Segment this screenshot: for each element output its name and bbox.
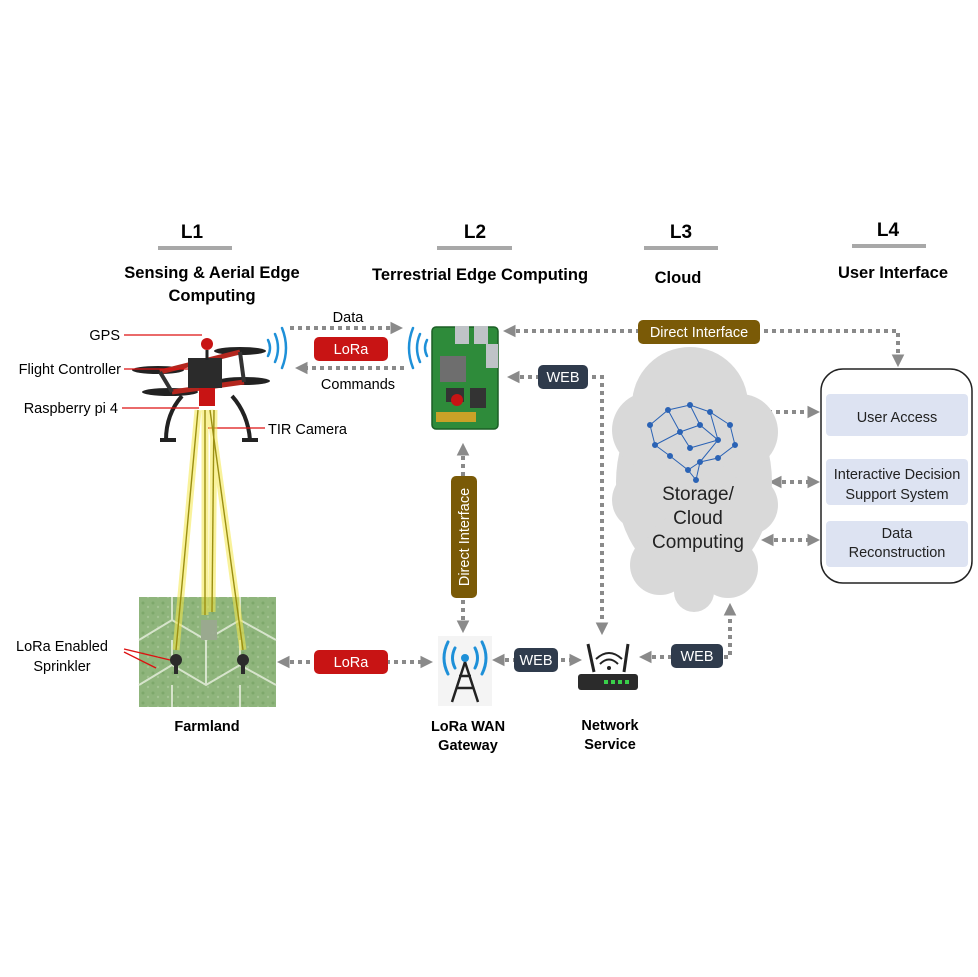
lora-badge-top: LoRa: [314, 337, 388, 361]
svg-text:Direct Interface: Direct Interface: [457, 488, 473, 586]
neural-network-brain-icon: [647, 402, 738, 483]
cloud-label-2: Cloud: [673, 508, 723, 529]
svg-text:Reconstruction: Reconstruction: [849, 545, 946, 561]
layer-l2-header: L2 Terrestrial Edge Computing: [372, 222, 588, 284]
tir-sensing-beam-cores: [175, 409, 244, 651]
gateway-label-1: LoRa WAN: [431, 719, 505, 735]
link-commands-label: Commands: [321, 377, 395, 393]
sprinkler-label-1: LoRa Enabled: [16, 639, 108, 655]
web-badge-gateway: WEB: [514, 648, 558, 672]
lora-badge-bottom: LoRa: [314, 650, 388, 674]
callout-tir-camera: TIR Camera: [268, 422, 348, 438]
wifi-router-icon: [578, 643, 638, 690]
network-label-1: Network: [581, 718, 639, 734]
svg-text:Support System: Support System: [845, 487, 948, 503]
cloud-label-1: Storage/: [662, 484, 735, 505]
svg-text:Interactive Decision: Interactive Decision: [834, 467, 961, 483]
svg-text:Data: Data: [882, 526, 914, 542]
link-data-label: Data: [333, 310, 365, 326]
svg-text:User Access: User Access: [857, 410, 938, 426]
farmland-label: Farmland: [174, 719, 239, 735]
svg-text:LoRa: LoRa: [334, 342, 370, 358]
sprinkler-icons: [170, 620, 249, 674]
web-badge-rpi: WEB: [538, 365, 588, 389]
callout-flight-controller: Flight Controller: [19, 362, 122, 378]
layer-l1-header: L1 Sensing & Aerial Edge Computing: [124, 222, 299, 305]
gateway-label-2: Gateway: [438, 738, 498, 754]
sprinkler-label-2: Sprinkler: [33, 659, 90, 675]
network-label-2: Service: [584, 737, 636, 753]
layer-l1-title: L1: [181, 222, 204, 243]
layer-l3-subtitle: Cloud: [655, 269, 702, 287]
arrow-web-rpi: [506, 370, 609, 636]
raspberry-pi-board-icon: [431, 326, 499, 430]
sprinkler-callout-arrows: [123, 648, 171, 669]
ui-item-user-access: User Access: [826, 394, 968, 436]
svg-text:LoRa: LoRa: [334, 655, 370, 671]
quadcopter-drone-icon: [132, 338, 270, 442]
layer-l4-underline: [852, 244, 926, 248]
svg-text:Direct Interface: Direct Interface: [650, 325, 748, 341]
ui-item-data-reconstruction: Data Reconstruction: [826, 521, 968, 567]
svg-text:WEB: WEB: [519, 653, 552, 669]
layer-l3-underline: [644, 246, 718, 250]
layer-l4-title: L4: [877, 220, 900, 241]
layer-l2-subtitle: Terrestrial Edge Computing: [372, 266, 588, 284]
layer-l4-header: L4 User Interface: [838, 220, 948, 282]
svg-text:WEB: WEB: [680, 649, 713, 665]
drone-callouts: GPS Flight Controller Raspberry pi 4 TIR…: [19, 328, 348, 438]
cloud-label-3: Computing: [652, 532, 744, 553]
layer-l1-subtitle-2: Computing: [168, 287, 255, 305]
svg-text:WEB: WEB: [546, 370, 579, 386]
signal-icon-drone: [266, 326, 288, 370]
callout-gps: GPS: [89, 328, 120, 344]
layer-l1-subtitle-1: Sensing & Aerial Edge: [124, 264, 299, 282]
layer-l2-title: L2: [464, 222, 486, 243]
web-badge-cloud: WEB: [671, 644, 723, 668]
layer-l1-underline: [158, 246, 232, 250]
callout-raspberry-pi: Raspberry pi 4: [24, 401, 118, 417]
radio-tower-icon: [438, 636, 492, 706]
signal-icon-rpi: [407, 326, 429, 370]
layer-l4-subtitle: User Interface: [838, 264, 948, 282]
direct-interface-badge-top: Direct Interface: [638, 320, 760, 344]
layer-l3-header: L3 Cloud: [644, 222, 718, 287]
direct-interface-badge-vertical: Direct Interface: [451, 476, 477, 598]
layer-l3-title: L3: [670, 222, 692, 243]
ui-item-decision-support: Interactive Decision Support System: [826, 459, 968, 505]
layer-l2-underline: [437, 246, 512, 250]
